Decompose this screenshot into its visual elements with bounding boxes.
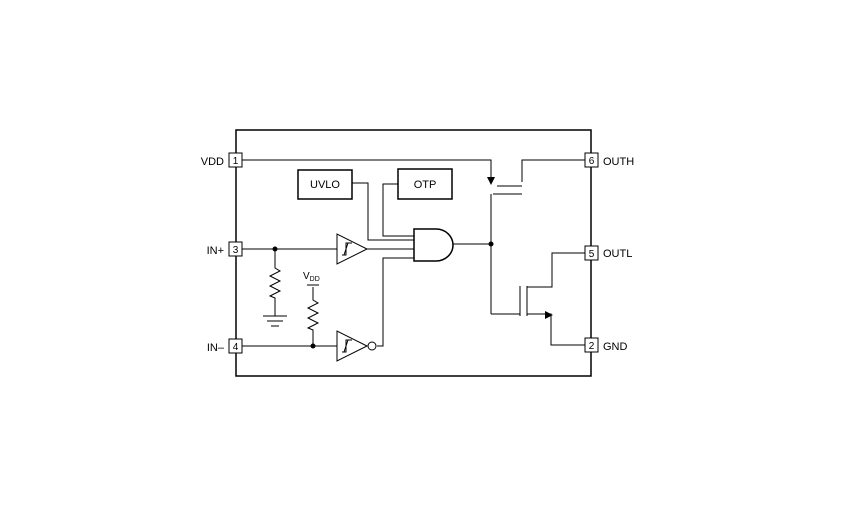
pin-label: VDD	[201, 156, 224, 168]
in-minus-junction-dot	[310, 343, 316, 349]
outl-wire	[527, 252, 586, 288]
hysteresis-icon	[342, 242, 352, 256]
pin-number: 5	[589, 249, 595, 260]
inversion-bubble-icon	[367, 341, 377, 351]
otp-to-and-wire	[382, 183, 414, 237]
pin-label: IN–	[207, 342, 225, 354]
pin-outh: 6 OUTH	[584, 152, 634, 168]
hysteresis-icon	[342, 339, 352, 353]
gnd-wire	[527, 313, 586, 346]
schmitt-inverter	[336, 330, 377, 362]
pin-number: 6	[589, 156, 595, 167]
outh-wire	[521, 159, 586, 182]
pin-vdd: 1 VDD	[201, 152, 243, 168]
wires	[242, 159, 586, 347]
in-plus-junction-dot	[272, 246, 278, 252]
pin-label: IN+	[207, 245, 224, 257]
pin-number: 1	[233, 156, 239, 167]
inverter-output-wire	[377, 257, 414, 347]
pin-gnd: 2 GND	[584, 337, 628, 353]
vdd-supply-label: VDD	[303, 271, 320, 283]
pin-label: GND	[603, 341, 628, 353]
pullup-resistor	[306, 297, 320, 332]
pmos-arrow-icon	[487, 177, 495, 185]
uvlo-to-and-wire	[352, 182, 414, 241]
otp-label: OTP	[414, 179, 437, 191]
pin-label: OUTL	[603, 248, 632, 260]
uvlo-block: UVLO	[297, 169, 353, 200]
nmos-arrow-icon	[545, 311, 553, 319]
schmitt-buffer	[336, 233, 369, 265]
pin-label: OUTH	[603, 156, 634, 168]
pin-outl: 5 OUTL	[584, 245, 632, 261]
pulldown-resistor	[268, 265, 282, 301]
ground-symbol	[263, 315, 287, 327]
pin-number: 4	[233, 342, 239, 353]
pin-in-plus: 3 IN+	[207, 241, 243, 257]
and-gate	[413, 228, 454, 262]
vdd-rail-wire	[242, 159, 492, 178]
gate-junction-dot	[488, 241, 494, 247]
uvlo-label: UVLO	[310, 179, 340, 191]
pin-number: 2	[589, 341, 595, 352]
pin-in-minus: 4 IN–	[207, 338, 243, 354]
otp-block: OTP	[397, 168, 453, 200]
pin-number: 3	[233, 245, 239, 256]
